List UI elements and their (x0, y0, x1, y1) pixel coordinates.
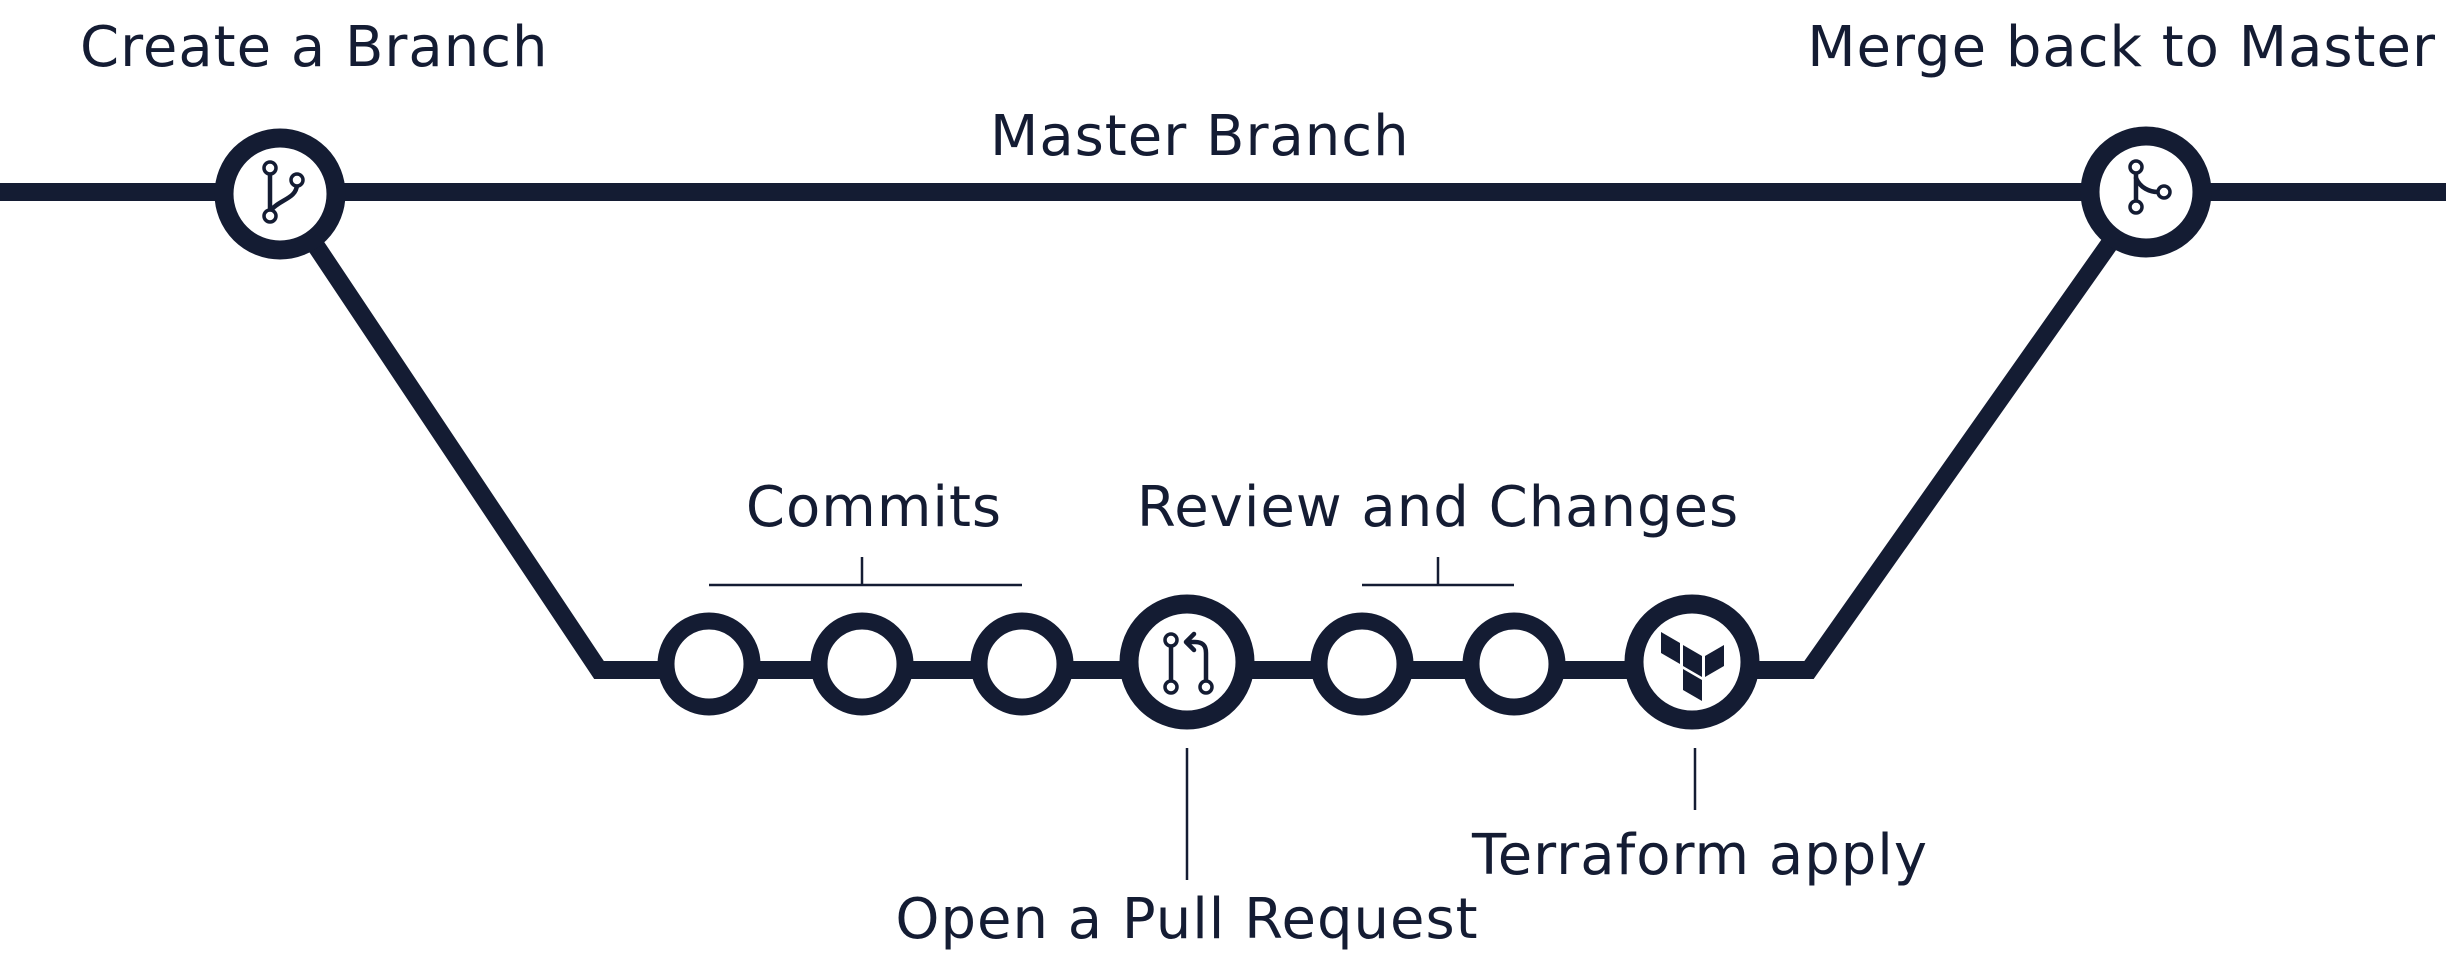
commits-bracket (709, 557, 1022, 587)
merge-node (2080, 126, 2212, 258)
review-node (1462, 612, 1566, 716)
terraform-logo-icon (1661, 632, 1724, 701)
review-bracket (1362, 557, 1514, 587)
commit-node (970, 612, 1074, 716)
commit-node (810, 612, 914, 716)
pull-request-node (1119, 594, 1255, 730)
git-pull-request-icon (1163, 631, 1214, 695)
master-branch-label: Master Branch (990, 104, 1410, 169)
git-branch-icon (262, 160, 305, 224)
commits-label: Commits (746, 475, 1002, 540)
open-pull-request-label: Open a Pull Request (895, 887, 1478, 952)
review-node (1310, 612, 1414, 716)
create-branch-node (214, 128, 346, 260)
terraform-apply-node (1624, 594, 1760, 730)
merge-back-label: Merge back to Master (1807, 15, 2436, 80)
terraform-apply-label: Terraform apply (1471, 823, 1928, 888)
git-merge-icon (2128, 159, 2172, 215)
feature-branch-line (272, 186, 2154, 679)
review-changes-label: Review and Changes (1137, 475, 1739, 540)
commit-node (657, 612, 761, 716)
create-branch-label: Create a Branch (80, 15, 549, 80)
